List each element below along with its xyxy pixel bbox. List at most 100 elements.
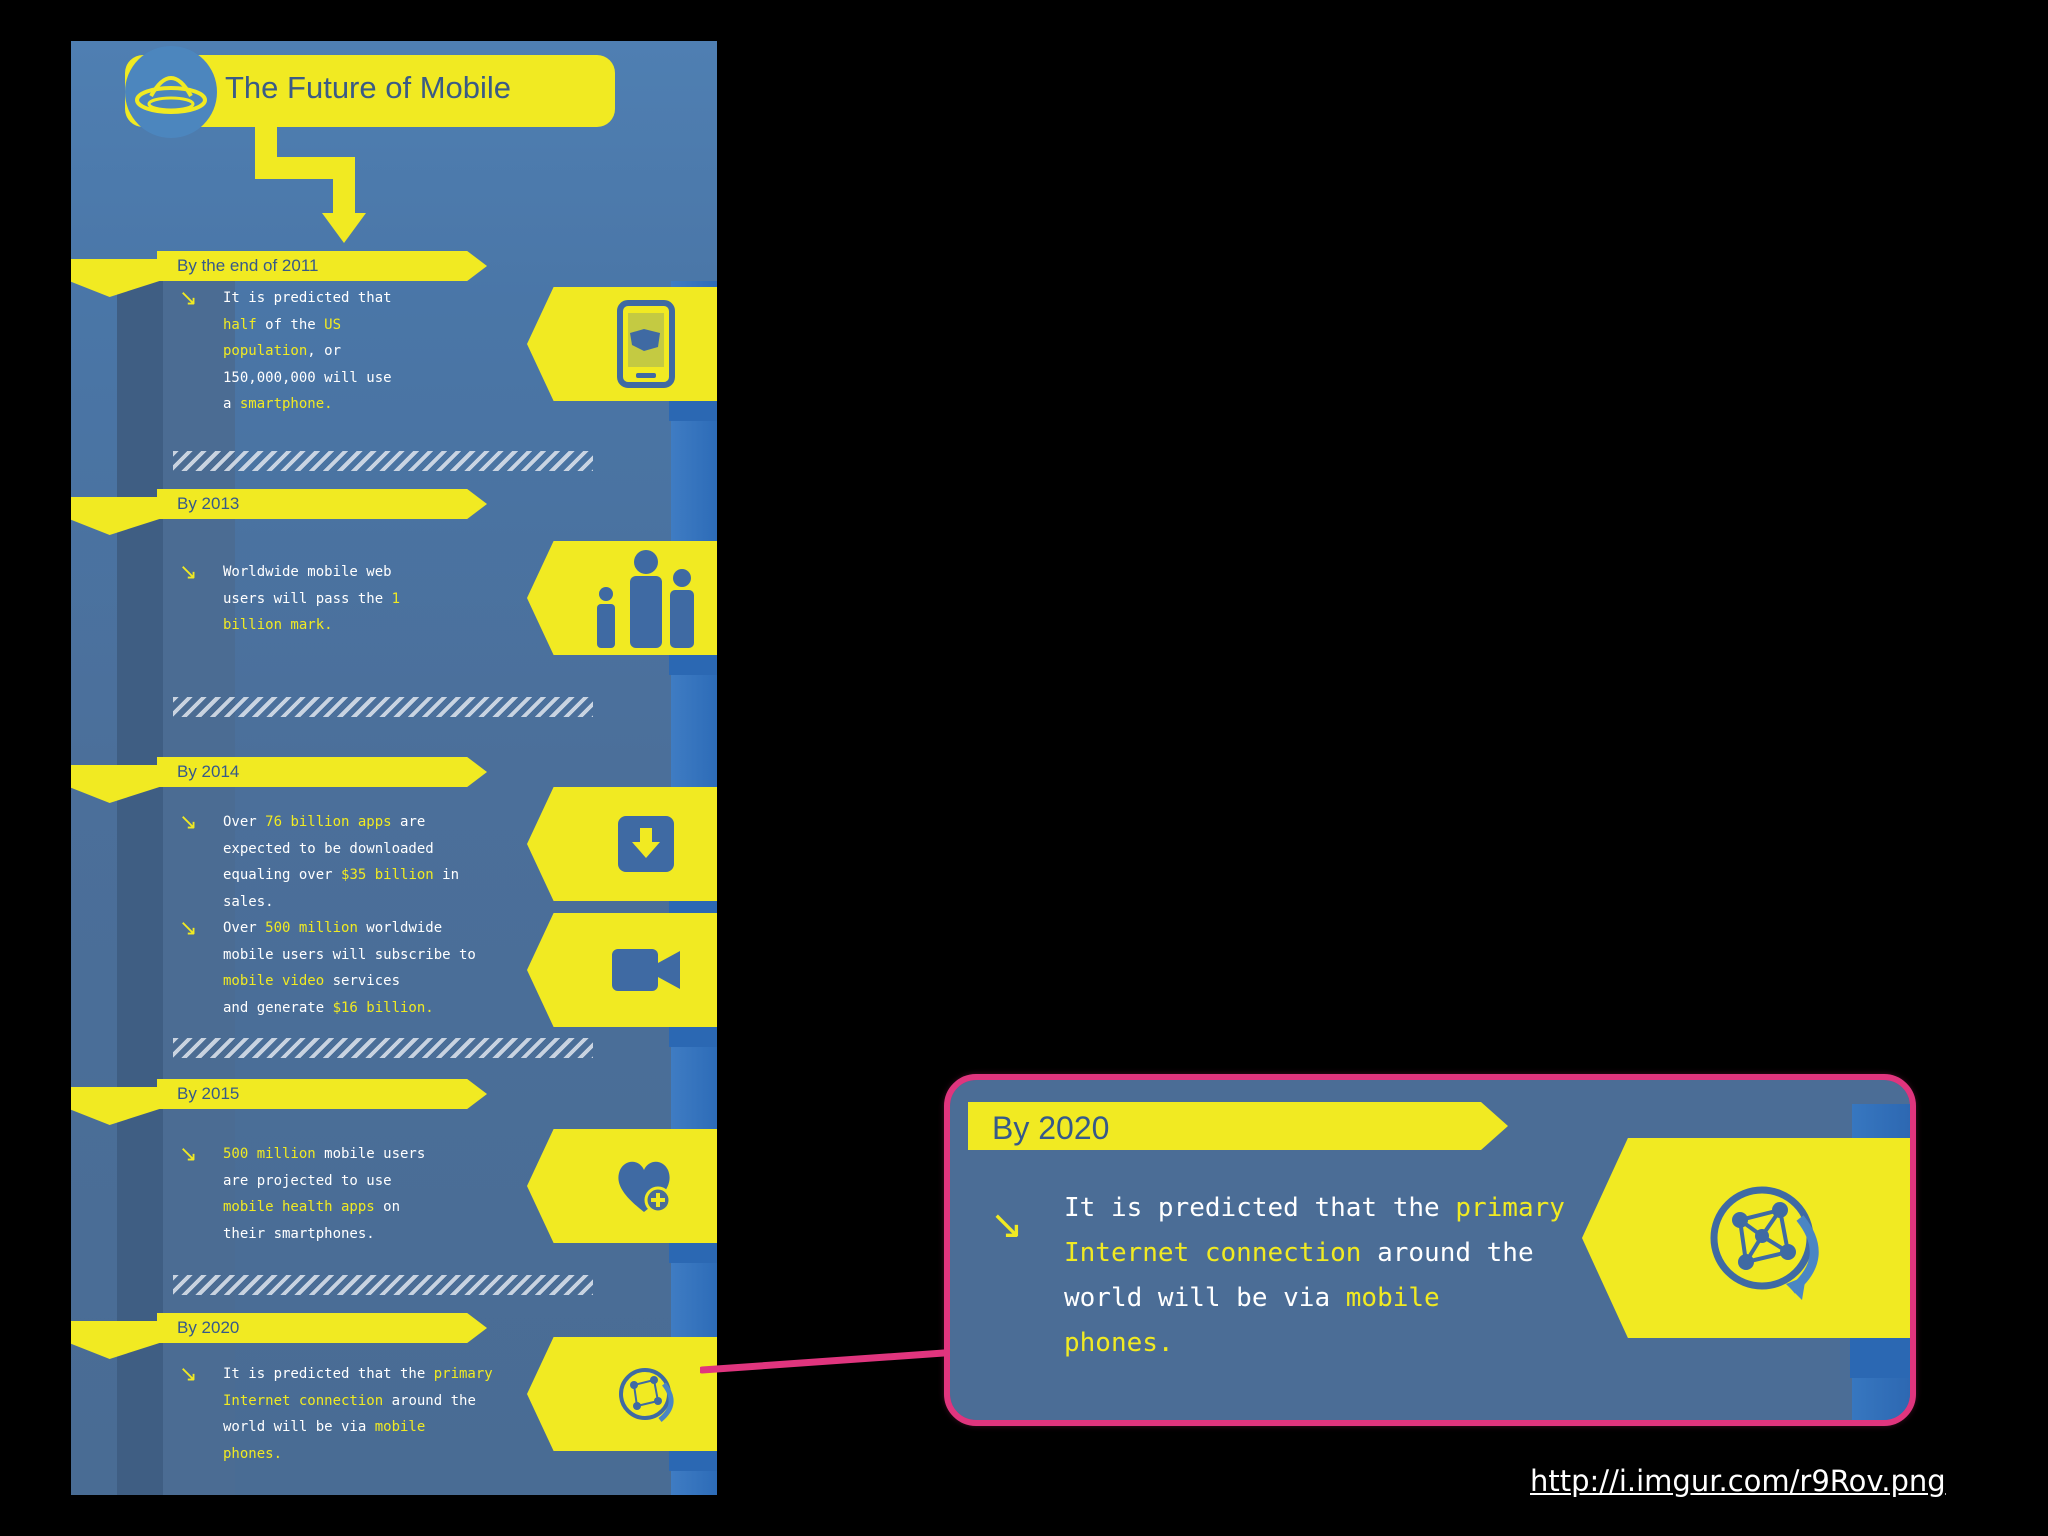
- zoom-year-label: By 2020: [992, 1110, 1110, 1146]
- highlight-text: $35 billion: [341, 867, 434, 883]
- text-segment: 150,000,000 will use: [223, 369, 392, 386]
- text-line: billion mark.: [223, 612, 400, 639]
- text-segment: of the: [256, 316, 325, 333]
- year-label: By 2015: [177, 1084, 240, 1103]
- plate-shadow: [669, 401, 717, 421]
- text-line: mobile health apps on: [223, 1194, 425, 1221]
- bullet-arrow-icon: ↘: [179, 916, 198, 941]
- text-line: world will be via mobile: [1064, 1276, 1565, 1321]
- smartphone-map-icon: [575, 287, 717, 401]
- text-line: Over 500 million worldwide: [223, 915, 476, 942]
- zoom-plate-shadow: [1850, 1338, 1910, 1378]
- bullet-arrow-icon: ↘: [179, 560, 198, 585]
- year-label: By 2013: [177, 494, 240, 513]
- highlight-text: population: [223, 343, 308, 359]
- text-line: Internet connection around the: [223, 1388, 493, 1415]
- highlight-text: 76 billion apps: [265, 814, 392, 830]
- text-line: 150,000,000 will use: [223, 365, 392, 392]
- text-line: Over 76 billion apps are: [223, 809, 459, 836]
- bullet-arrow-icon: ↘: [179, 1362, 198, 1387]
- year-tab: By 2013: [71, 489, 491, 535]
- text-segment: Over: [223, 920, 266, 936]
- text-segment: a: [223, 396, 240, 412]
- highlight-text: Internet connection: [223, 1392, 384, 1409]
- year-tab: By 2020: [71, 1313, 491, 1359]
- plate-shadow: [669, 1451, 717, 1471]
- hatched-divider: [173, 697, 593, 717]
- icon-plate: [527, 1129, 717, 1243]
- bullet-text: Over 76 billion apps are expected to be d…: [223, 809, 459, 915]
- text-line: phones.: [223, 1441, 493, 1468]
- infographic-title: The Future of Mobile: [225, 70, 512, 105]
- highlight-text: primary: [433, 1366, 493, 1382]
- text-segment: It is predicted that the: [1064, 1193, 1456, 1223]
- highlight-text: billion mark.: [223, 617, 333, 633]
- text-line: mobile video services: [223, 968, 476, 995]
- text-segment: expected to be downloaded: [223, 840, 434, 857]
- zoom-icon-plate: [1582, 1138, 1910, 1338]
- text-segment: sales.: [223, 893, 274, 910]
- header-arrow-bend: [255, 157, 355, 179]
- text-line: and generate $16 billion.: [223, 995, 476, 1022]
- year-tab: By 2014: [71, 757, 491, 803]
- icon-plate: [527, 1337, 717, 1451]
- plate-shadow: [669, 1027, 717, 1047]
- hatched-divider: [173, 1038, 593, 1058]
- video-camera-icon: [575, 913, 717, 1027]
- highlight-text: 500 million: [223, 1146, 316, 1162]
- highlight-text: 1: [391, 590, 401, 607]
- text-segment: worldwide: [357, 920, 443, 936]
- icon-plate: [527, 287, 717, 401]
- text-line: are projected to use: [223, 1168, 425, 1195]
- icon-plate: [527, 913, 717, 1027]
- year-tab: By the end of 2011: [71, 251, 491, 297]
- text-segment: in: [433, 867, 460, 883]
- highlight-text: mobile: [1345, 1283, 1440, 1313]
- year-tab: By 2015: [71, 1079, 491, 1125]
- text-line: half of the US: [223, 312, 392, 339]
- bullet-arrow-icon: ↘: [179, 810, 198, 835]
- download-icon: [575, 787, 717, 901]
- heart-plus-icon: [575, 1129, 717, 1243]
- zoomed-callout: By 2020 ↘ It is predicted that the prima…: [944, 1074, 1916, 1426]
- text-segment: It is predicted that: [223, 290, 392, 306]
- bullet-arrow-icon: ↘: [179, 286, 198, 311]
- text-segment: Over: [223, 814, 266, 830]
- text-line: Worldwide mobile web: [223, 559, 400, 586]
- year-label: By 2020: [177, 1318, 240, 1337]
- year-tab-bar: [157, 757, 487, 787]
- plate-shadow: [669, 655, 717, 675]
- highlight-text: primary: [1455, 1193, 1565, 1223]
- text-segment: are projected to use: [223, 1172, 392, 1189]
- text-line: world will be via mobile: [223, 1414, 493, 1441]
- text-segment: mobile users: [315, 1146, 426, 1162]
- plate-shadow: [669, 1243, 717, 1263]
- text-line: It is predicted that: [223, 285, 392, 312]
- highlight-text: mobile: [374, 1419, 426, 1435]
- icon-plate: [527, 541, 717, 655]
- text-segment: around the: [1361, 1238, 1534, 1268]
- highlight-text: half: [223, 316, 257, 333]
- highlight-text: US: [324, 316, 342, 333]
- source-url-link[interactable]: http://i.imgur.com/r9Rov.png: [1530, 1464, 1946, 1498]
- text-line: phones.: [1064, 1321, 1565, 1366]
- highlight-text: phones.: [223, 1445, 283, 1462]
- text-line: a smartphone.: [223, 391, 392, 418]
- bullet-text: It is predicted that half of the US popula…: [223, 285, 392, 418]
- text-segment: are: [391, 814, 426, 830]
- text-line: 500 million mobile users: [223, 1141, 425, 1168]
- text-segment: Worldwide mobile web: [223, 564, 392, 580]
- highlight-text: Internet connection: [1064, 1238, 1362, 1268]
- left-rail-shade: [117, 281, 163, 1495]
- callout-connector: [700, 1348, 960, 1374]
- hatched-divider: [173, 451, 593, 471]
- zoom-bullet-arrow-icon: ↘: [990, 1202, 1024, 1248]
- text-line: their smartphones.: [223, 1221, 425, 1248]
- text-line: Internet connection around the: [1064, 1231, 1565, 1276]
- year-tab-bar: [157, 489, 487, 519]
- text-line: expected to be downloaded: [223, 836, 459, 863]
- text-segment: It is predicted that the: [223, 1366, 434, 1382]
- icon-plate: [527, 787, 717, 901]
